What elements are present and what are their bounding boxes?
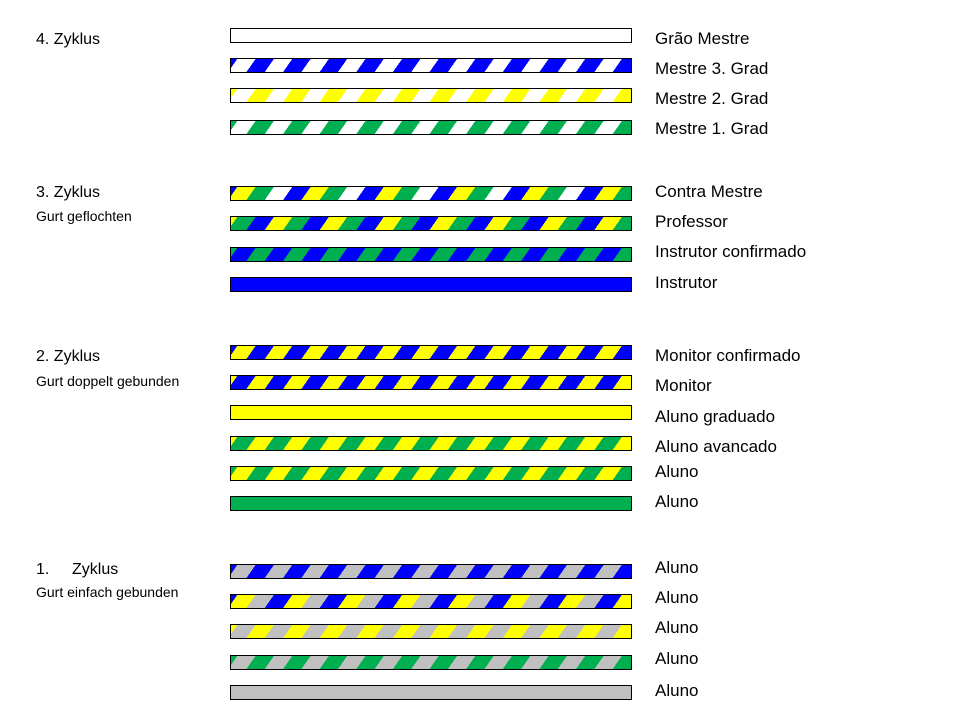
belt-aluno-green — [230, 496, 632, 511]
rank-label-aluno: Aluno — [655, 649, 699, 668]
belt-aluno-yellow-gray — [230, 624, 632, 639]
rank-label-aluno: Aluno — [655, 558, 699, 577]
cycle-4-title: 4. Zyklus — [36, 31, 101, 48]
rank-label-aluno: Aluno — [655, 588, 699, 607]
rank-label-aluno: Aluno — [655, 618, 699, 637]
belt-instrutor — [230, 277, 632, 292]
cycle-1-title-text: Zyklus — [72, 561, 119, 578]
belt-aluno-green-gray — [230, 655, 632, 670]
cycle-1-title: 1. Zyklus — [36, 560, 118, 580]
belt-mestre-2-grad — [230, 88, 632, 103]
belt-aluno-blue-gray — [230, 564, 632, 579]
rank-label-aluno-avancado: Aluno avancado — [655, 437, 777, 456]
rank-label-grao-mestre: Grão Mestre — [655, 29, 750, 48]
rank-label-mestre-3-grad: Mestre 3. Grad — [655, 59, 769, 78]
belt-professor — [230, 216, 632, 231]
rank-label-mestre-2-grad: Mestre 2. Grad — [655, 89, 769, 108]
belt-aluno-yellow-blue-gray — [230, 594, 632, 609]
belt-aluno-graduado — [230, 405, 632, 420]
belt-contra-mestre — [230, 186, 632, 201]
rank-label-instrutor-confirmado: Instrutor confirmado — [655, 242, 807, 261]
belt-mestre-1-grad — [230, 120, 632, 135]
belt-aluno-avancado — [230, 436, 632, 451]
belt-instrutor-confirmado — [230, 247, 632, 262]
cycle-3-subtitle: Gurt geflochten — [36, 208, 132, 224]
rank-label-aluno: Aluno — [655, 492, 699, 511]
cycle-1-subtitle: Gurt einfach gebunden — [36, 584, 179, 600]
rank-label-monitor-confirmado: Monitor confirmado — [655, 346, 801, 365]
cycle-1-number: 1. — [36, 561, 50, 578]
cycle-3-title: 3. Zyklus — [36, 184, 101, 201]
rank-label-mestre-1-grad: Mestre 1. Grad — [655, 119, 769, 138]
rank-label-aluno-graduado: Aluno graduado — [655, 407, 776, 426]
belt-mestre-3-grad — [230, 58, 632, 73]
belt-aluno-gray — [230, 685, 632, 700]
rank-label-contra-mestre: Contra Mestre — [655, 182, 763, 201]
rank-label-professor: Professor — [655, 212, 728, 231]
rank-label-monitor: Monitor — [655, 376, 712, 395]
belt-monitor — [230, 375, 632, 390]
rank-label-aluno: Aluno — [655, 462, 699, 481]
belt-aluno-green-yellow — [230, 466, 632, 481]
rank-label-instrutor: Instrutor — [655, 273, 718, 292]
rank-label-aluno: Aluno — [655, 681, 699, 700]
cycle-2-title: 2. Zyklus — [36, 348, 101, 365]
cycle-2-subtitle: Gurt doppelt gebunden — [36, 373, 180, 389]
belt-grao-mestre — [230, 28, 632, 43]
belt-monitor-confirmado — [230, 345, 632, 360]
